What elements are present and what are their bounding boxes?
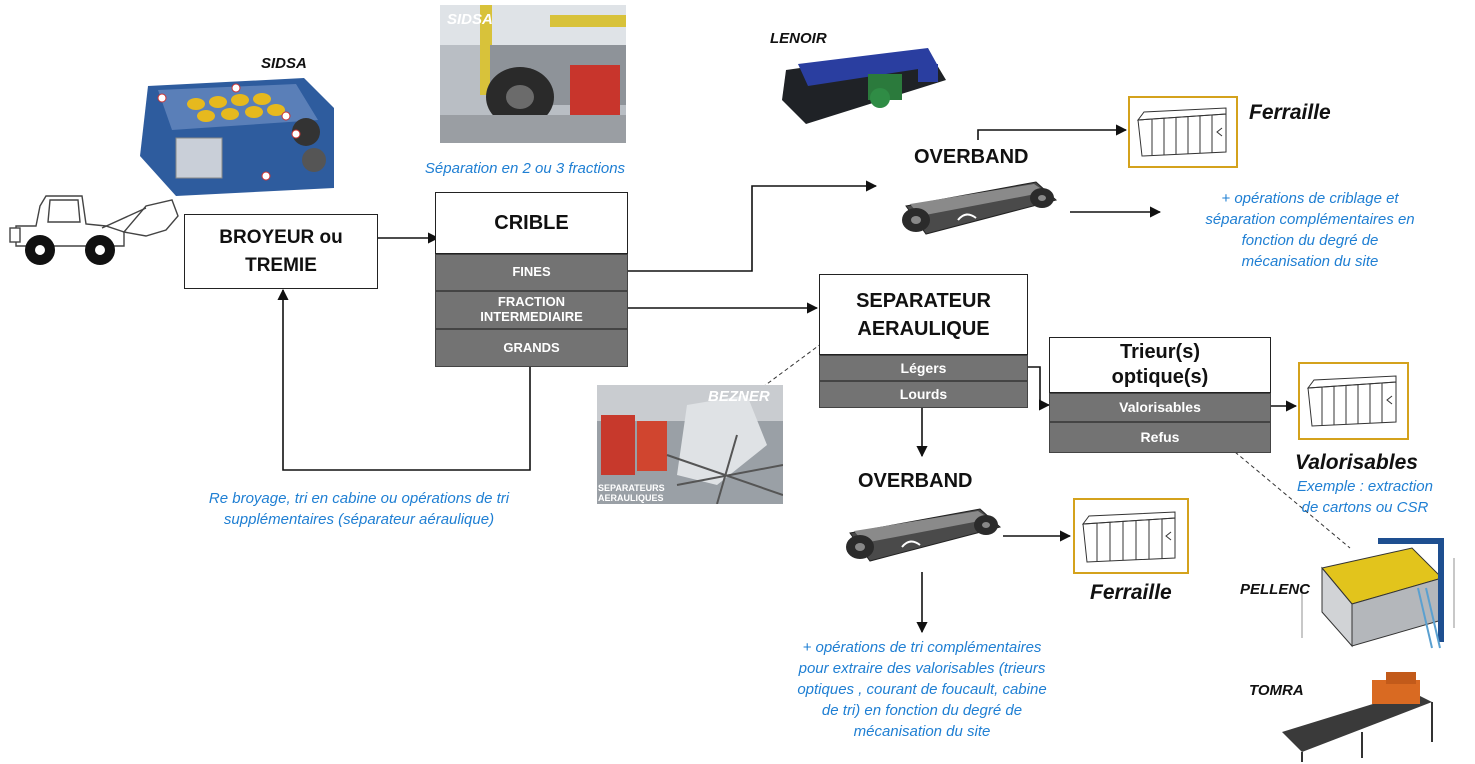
dashed-link-bezner (747, 334, 834, 399)
brand-label-sidsa-shredder: SIDSA (261, 55, 307, 72)
crible-row-fraction: FRACTION INTERMEDIAIRE (435, 291, 628, 329)
overband-photo (778, 40, 950, 132)
overband-bottom-icon (846, 508, 1002, 562)
optical-sorter-photo (1292, 528, 1464, 656)
overband-top-icon (902, 181, 1058, 235)
separateur-row-lourds: Lourds (819, 381, 1028, 408)
trieur-row-refus: Refus (1049, 422, 1271, 453)
overband-top-label: OVERBAND (914, 146, 1029, 168)
bin-valorisables (1298, 362, 1409, 440)
brand-label-sidsa-screen: SIDSA (447, 11, 493, 28)
brand-label-lenoir: LENOIR (770, 30, 827, 47)
tomra-sorter-photo (1282, 672, 1454, 762)
note-tri-complementaire: + opérations de tri complémentaires pour… (797, 639, 1047, 740)
bin-ferraille-top (1128, 96, 1238, 168)
separateur-box: SEPARATEUR AERAULIQUE (819, 274, 1028, 355)
trieur-box: Trieur(s) optique(s) (1049, 337, 1271, 393)
arrow-fines-to-overband (627, 180, 878, 272)
shredder-photo (136, 68, 336, 198)
note-separation: Séparation en 2 ou 3 fractions (424, 160, 626, 177)
arrow-grands-to-broyeur (277, 288, 531, 471)
air-separator-photo (597, 385, 783, 504)
crible-row-grands: GRANDS (435, 329, 628, 367)
separateur-row-legers: Légers (819, 355, 1028, 381)
screen-photo (440, 5, 626, 143)
overband-bottom-label: OVERBAND (858, 470, 973, 492)
brand-label-bezner: BEZNER (708, 388, 770, 405)
output-ferraille-top: Ferraille (1249, 101, 1331, 124)
wheel-loader-icon (9, 195, 179, 265)
bin-ferraille-bottom (1073, 498, 1189, 574)
note-criblage: + opérations de criblage et séparation c… (1205, 190, 1415, 270)
crible-row-fines: FINES (435, 254, 628, 291)
note-rebroyage: Re broyage, tri en cabine ou opérations … (208, 490, 510, 528)
arrow-legers-to-trieur (1027, 366, 1051, 411)
output-ferraille-bottom: Ferraille (1090, 581, 1172, 604)
broyeur-box: BROYEUR ou TREMIE (184, 214, 378, 289)
trieur-row-valorisables: Valorisables (1049, 393, 1271, 422)
bezner-photo-caption: SEPARATEURS AERAULIQUES (598, 483, 665, 503)
arrow-overband-to-ferraille (977, 124, 1128, 140)
note-exemple: Exemple : extraction de cartons ou CSR (1297, 478, 1433, 516)
crible-title-box: CRIBLE (435, 192, 628, 254)
brand-label-tomra: TOMRA (1249, 682, 1304, 699)
brand-label-pellenc: PELLENC (1240, 581, 1311, 598)
dashed-link-pellenc (1234, 451, 1351, 549)
output-valorisables: Valorisables (1295, 451, 1418, 474)
